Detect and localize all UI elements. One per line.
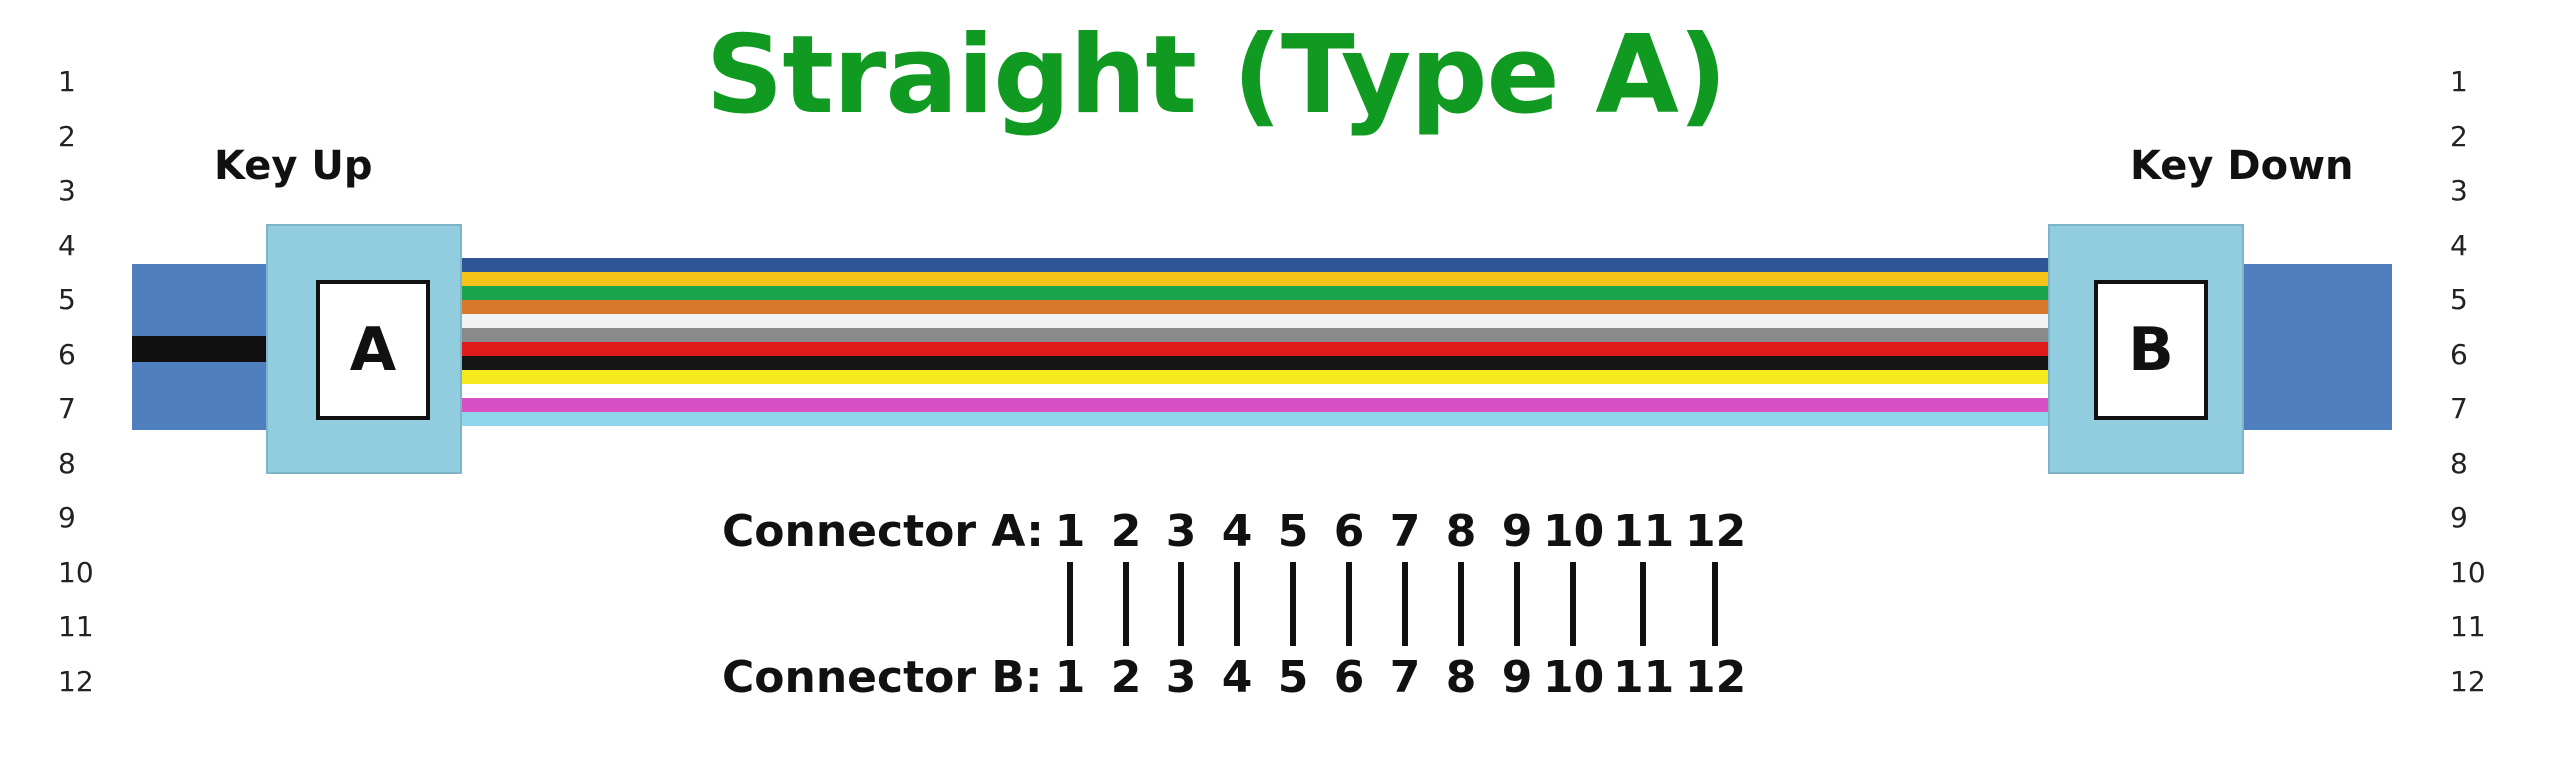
pin-link-5 [1290,562,1296,646]
pin-b-7: 7 [1389,652,1421,703]
pin-b-6: 6 [1333,652,1365,703]
pin-link-8 [1458,562,1464,646]
connector-b-label: B [2094,280,2208,420]
fiber-11 [460,398,2070,412]
fiber-2 [460,272,2070,286]
pin-a-7: 7 [1389,506,1421,557]
row-number-left-5: 5 [58,283,76,316]
pin-a-5: 5 [1277,506,1309,557]
key-up-label: Key Up [214,143,373,189]
pin-a-10: 10 [1543,506,1605,557]
row-number-left-8: 8 [58,446,76,480]
pin-b-1: 1 [1054,652,1086,703]
fiber-1 [460,258,2070,272]
pin-b-5: 5 [1277,652,1309,703]
row-number-right-12: 12 [2450,664,2486,698]
row-number-right-6: 6 [2450,337,2468,371]
pin-a-4: 4 [1221,506,1253,557]
row-number-left-4: 4 [58,228,76,262]
row-number-left-2: 2 [58,119,76,153]
row-number-left-9: 9 [58,501,76,534]
pin-a-2: 2 [1110,506,1142,557]
fiber-6 [460,328,2070,342]
row-number-right-4: 4 [2450,228,2468,262]
fiber-5 [460,314,2070,328]
pin-a-11: 11 [1613,506,1675,557]
row-number-right-11: 11 [2450,610,2486,643]
pin-b-8: 8 [1445,652,1477,703]
pin-link-3 [1178,562,1184,646]
row-number-right-1: 1 [2450,65,2468,98]
pin-link-9 [1514,562,1520,646]
pin-b-10: 10 [1543,652,1605,703]
pin-link-12 [1712,562,1718,646]
row-number-left-1: 1 [58,65,76,98]
fiber-10 [460,384,2070,398]
pin-b-3: 3 [1165,652,1197,703]
connector-a-row-label: Connector A: [722,506,1044,557]
pin-a-1: 1 [1054,506,1086,557]
pin-a-9: 9 [1501,506,1533,557]
fiber-3 [460,286,2070,300]
row-number-right-5: 5 [2450,283,2468,316]
pin-a-3: 3 [1165,506,1197,557]
pin-link-7 [1402,562,1408,646]
pin-link-10 [1570,562,1576,646]
row-number-left-10: 10 [58,555,94,589]
row-number-left-11: 11 [58,610,94,643]
row-number-right-10: 10 [2450,555,2486,589]
pin-link-4 [1234,562,1240,646]
diagram-title: Straight (Type A) [705,13,1728,138]
fiber-7 [460,342,2070,356]
row-number-left-6: 6 [58,337,76,371]
right-boot [2230,264,2392,430]
pin-b-9: 9 [1501,652,1533,703]
pin-link-6 [1346,562,1352,646]
left-cable-core [132,336,272,362]
row-number-right-2: 2 [2450,119,2468,153]
row-number-left-3: 3 [58,174,76,207]
row-number-left-7: 7 [58,392,76,425]
connector-b-row-label: Connector B: [722,652,1043,703]
pin-b-12: 12 [1685,652,1747,703]
pin-a-12: 12 [1685,506,1747,557]
connector-a-label: A [316,280,430,420]
pin-link-1 [1067,562,1073,646]
fiber-8 [460,356,2070,370]
pin-link-11 [1640,562,1646,646]
row-number-right-9: 9 [2450,501,2468,534]
row-number-left-12: 12 [58,664,94,698]
pin-b-4: 4 [1221,652,1253,703]
pin-a-8: 8 [1445,506,1477,557]
pin-b-11: 11 [1613,652,1675,703]
pin-link-2 [1123,562,1129,646]
row-number-right-7: 7 [2450,392,2468,425]
fiber-12 [460,412,2070,426]
fiber-4 [460,300,2070,314]
row-number-right-8: 8 [2450,446,2468,480]
fiber-9 [460,370,2070,384]
pin-b-2: 2 [1110,652,1142,703]
key-down-label: Key Down [2130,143,2354,189]
pin-a-6: 6 [1333,506,1365,557]
row-number-right-3: 3 [2450,174,2468,207]
